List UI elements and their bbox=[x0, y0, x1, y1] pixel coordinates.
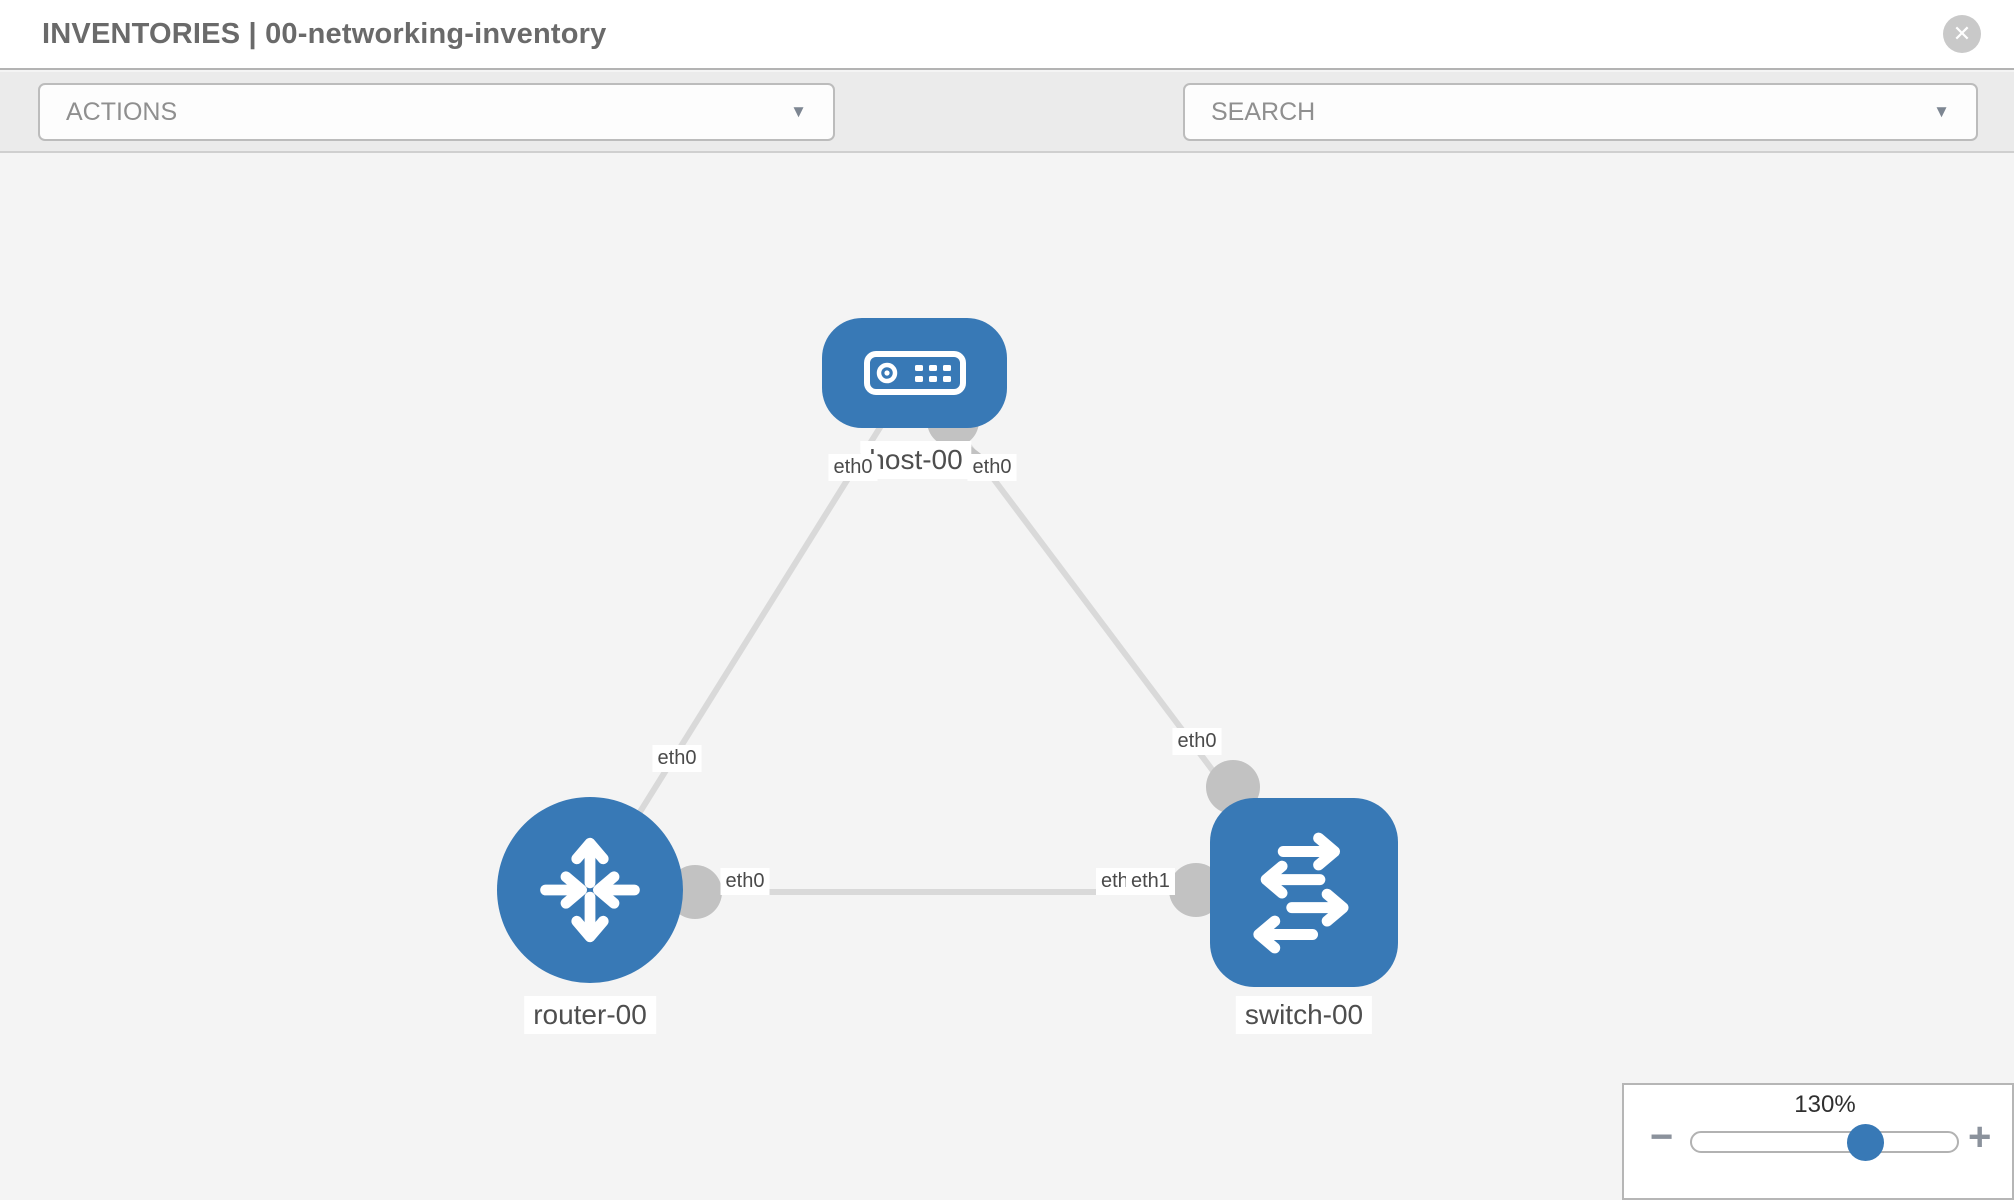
toolbar: ACTIONS ▼ SEARCH ▼ bbox=[0, 72, 2014, 203]
search-placeholder: SEARCH bbox=[1211, 97, 1316, 126]
node-label-host: host-00 bbox=[860, 441, 972, 479]
close-button[interactable]: ✕ bbox=[1943, 15, 1981, 53]
zoom-slider-handle[interactable] bbox=[1847, 1124, 1884, 1161]
iface-label-switch-top: eth0 bbox=[1172, 728, 1222, 755]
node-host-00[interactable] bbox=[822, 318, 1007, 428]
zoom-control-panel: 130% − + bbox=[1622, 1083, 2014, 1200]
iface-label-link-right-eth1: eth1 bbox=[1126, 868, 1175, 895]
iface-label-host-left: eth0 bbox=[828, 454, 878, 481]
host-icon bbox=[863, 351, 966, 395]
router-icon bbox=[540, 837, 640, 943]
interface-connector-switch-left bbox=[1169, 863, 1223, 917]
page-title: INVENTORIES | 00-networking-inventory bbox=[42, 18, 607, 50]
chevron-down-icon: ▼ bbox=[790, 102, 807, 121]
zoom-in-button[interactable]: + bbox=[1968, 1115, 1992, 1159]
iface-label-link-left: eth0 bbox=[720, 868, 770, 895]
zoom-slider-track[interactable] bbox=[1690, 1131, 1959, 1153]
chevron-down-icon: ▼ bbox=[1933, 102, 1950, 121]
node-label-switch: switch-00 bbox=[1235, 996, 1373, 1034]
close-icon: ✕ bbox=[1952, 21, 1972, 46]
node-switch-00[interactable] bbox=[1210, 798, 1398, 987]
header: INVENTORIES | 00-networking-inventory ✕ bbox=[0, 0, 2014, 70]
zoom-percent-label: 130% bbox=[1794, 1091, 1856, 1118]
node-label-router: router-00 bbox=[524, 996, 656, 1034]
node-router-00[interactable] bbox=[497, 797, 683, 983]
search-dropdown[interactable]: SEARCH ▼ bbox=[1183, 83, 1978, 141]
topology-canvas[interactable] bbox=[0, 153, 2014, 1200]
iface-label-router-top: eth0 bbox=[652, 745, 702, 772]
zoom-out-button[interactable]: − bbox=[1650, 1115, 1674, 1159]
iface-label-host-right: eth0 bbox=[967, 454, 1017, 481]
actions-dropdown-label: ACTIONS bbox=[66, 97, 178, 126]
switch-icon bbox=[1253, 832, 1349, 953]
actions-dropdown[interactable]: ACTIONS ▼ bbox=[38, 83, 835, 141]
